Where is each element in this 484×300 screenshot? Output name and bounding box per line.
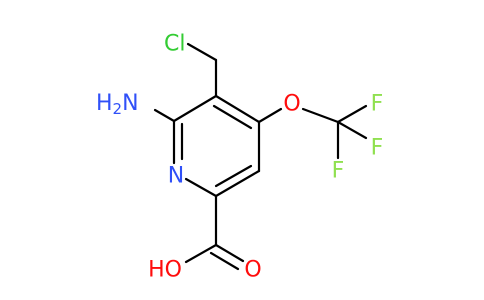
atom-carbonyl-oxygen: O bbox=[244, 258, 261, 283]
atom-amino-group: H2N bbox=[96, 91, 139, 119]
bond-o-cf3 bbox=[301, 107, 340, 124]
atom-fluorine-top: F bbox=[371, 92, 384, 117]
bond-c-oh bbox=[184, 243, 218, 264]
atom-labels: Cl H2N N O F F F HO O bbox=[96, 32, 383, 283]
atom-hydroxyl: HO bbox=[148, 258, 182, 283]
bond-c-o-double bbox=[209, 251, 240, 271]
atom-fluorine-bottom: F bbox=[332, 159, 345, 184]
bond-c5-c6-double bbox=[214, 164, 253, 188]
bond-c2-nh2 bbox=[153, 108, 176, 123]
bond-c4-o bbox=[257, 107, 283, 124]
bond-cl-ch2 bbox=[186, 42, 218, 62]
bond-c5-c6 bbox=[214, 169, 261, 198]
atom-ether-oxygen: O bbox=[283, 92, 300, 117]
amino-subscript: 2 bbox=[113, 100, 123, 118]
atom-fluorine-right: F bbox=[371, 136, 384, 161]
bond-c3-c4 bbox=[214, 94, 261, 124]
amino-h: H bbox=[96, 91, 113, 116]
bond-c-f-top bbox=[336, 104, 368, 124]
amino-n: N bbox=[122, 91, 138, 116]
bond-c3-c4-double bbox=[212, 104, 253, 130]
atom-chlorine: Cl bbox=[164, 32, 185, 57]
bond-c6-n1 bbox=[184, 177, 218, 198]
bond-c2-c3 bbox=[172, 94, 218, 123]
atom-ring-nitrogen: N bbox=[168, 164, 184, 189]
bonds bbox=[153, 42, 368, 271]
bond-c-f-right bbox=[336, 120, 368, 140]
bond-c-o bbox=[214, 243, 245, 263]
